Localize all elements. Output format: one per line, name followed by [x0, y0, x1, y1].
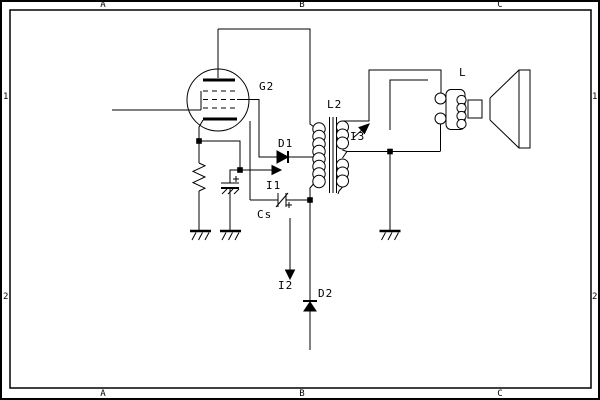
label-l2: L2: [327, 98, 343, 111]
wires: [112, 28, 442, 350]
vacuum-tube-symbol: [186, 29, 250, 141]
label-l: L: [459, 66, 467, 79]
zone-bottom-b: B: [299, 389, 305, 399]
label-i1: I1: [266, 179, 282, 192]
current-arrow-i2: [284, 218, 296, 281]
current-arrow-i3: [352, 123, 370, 139]
label-cs: Cs: [257, 208, 273, 221]
bypass-capacitor-symbol: [221, 176, 240, 195]
zone-right-2: 2: [592, 292, 598, 302]
zone-bottom-c: C: [497, 389, 503, 399]
ground-symbol-1: [190, 229, 211, 241]
zone-top-c: C: [497, 0, 503, 10]
label-i3: I3: [350, 130, 366, 143]
label-i2: I2: [278, 279, 294, 292]
zone-right-1: 1: [592, 92, 598, 102]
label-d2: D2: [318, 287, 334, 300]
speaker-symbol: [467, 69, 531, 149]
zone-top-a: A: [100, 0, 106, 10]
cs-capacitor-symbol: [275, 192, 292, 208]
diode-d1-symbol: [276, 150, 290, 164]
ground-symbol-2: [220, 229, 241, 241]
zone-left-1: 1: [3, 92, 9, 102]
zone-bottom-a: A: [100, 389, 106, 399]
label-g2: G2: [259, 80, 275, 93]
current-arrow-i1: [243, 164, 283, 176]
speaker-coil-symbol: [434, 89, 467, 130]
diode-d2-symbol: [303, 300, 317, 312]
ground-symbol-3: [379, 229, 401, 241]
label-d1: D1: [278, 137, 294, 150]
junction-dots: [196, 138, 393, 203]
transformer-symbol: [312, 117, 349, 193]
zone-left-2: 2: [3, 292, 9, 302]
resistor-symbol: [191, 162, 207, 192]
zone-top-b: B: [299, 0, 305, 10]
